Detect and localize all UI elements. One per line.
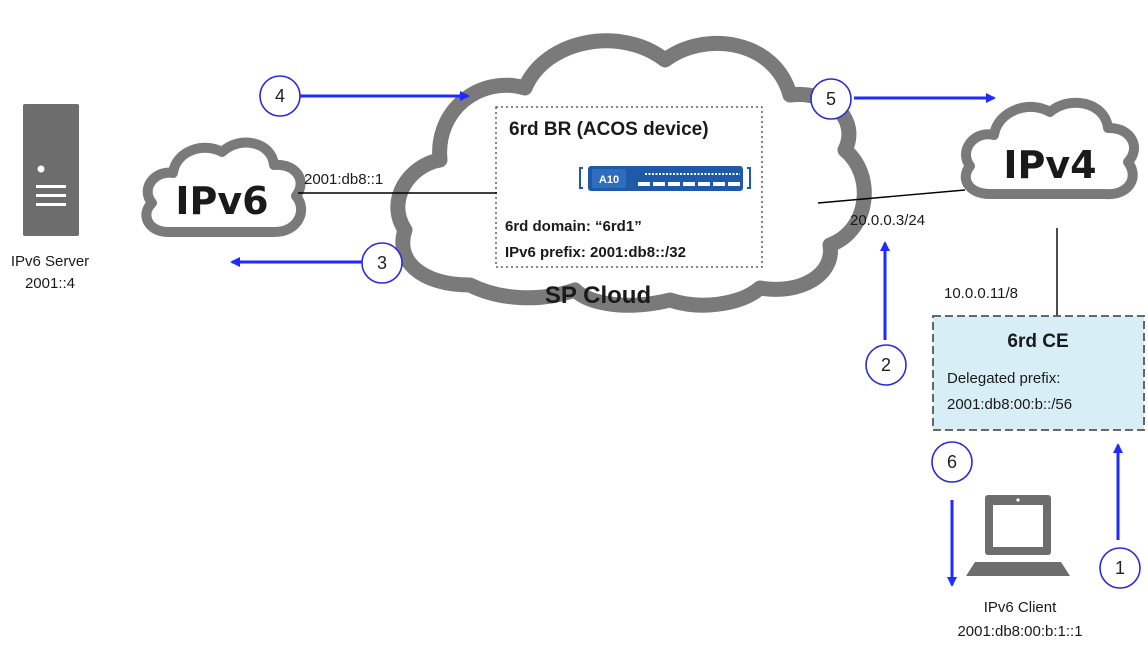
step-2-badge: 2 (865, 344, 907, 386)
server-icon (23, 104, 79, 236)
device-logo: A10 (599, 174, 619, 186)
svg-text:6: 6 (947, 452, 957, 472)
ipv4-link-line (817, 189, 966, 204)
ce-ipv4-address: 10.0.0.11/8 (944, 285, 1018, 302)
client-address: 2001:db8:00:b:1::1 (957, 623, 1082, 640)
step-1-badge: 1 (1099, 547, 1141, 589)
sp-cloud-label: SP Cloud (545, 282, 651, 309)
client-name: IPv6 Client (984, 599, 1057, 616)
ipv6-cloud-label: IPv6 (175, 179, 268, 223)
ce-title: 6rd CE (1007, 331, 1068, 352)
ce-line1: Delegated prefix: (947, 370, 1060, 387)
br-box: 6rd BR (ACOS device) A10 6rd domain: “6r… (495, 106, 763, 268)
ipv4-cloud-label: IPv4 (1003, 143, 1096, 187)
svg-text:2: 2 (881, 355, 891, 375)
step-5-badge: 5 (810, 78, 852, 120)
br-title: 6rd BR (ACOS device) (509, 119, 709, 140)
svg-text:3: 3 (377, 253, 387, 273)
step-4-badge: 4 (259, 75, 301, 117)
svg-text:1: 1 (1115, 558, 1125, 578)
server-name: IPv6 Server (11, 253, 89, 270)
ce-line2: 2001:db8:00:b::/56 (947, 396, 1072, 413)
step-6-badge: 6 (931, 441, 973, 483)
ce-box: 6rd CE Delegated prefix: 2001:db8:00:b::… (932, 315, 1145, 431)
ipv4-cloud: IPv4 (960, 97, 1139, 200)
br-prefix: IPv6 prefix: 2001:db8::/32 (505, 244, 686, 261)
br-ipv6-address: 2001:db8::1 (304, 171, 383, 188)
a10-device-icon: A10 (579, 166, 751, 191)
ipv6-cloud: IPv6 (141, 137, 306, 237)
svg-text:4: 4 (275, 86, 285, 106)
svg-text:5: 5 (826, 89, 836, 109)
server-address: 2001::4 (25, 275, 75, 292)
br-ipv4-address: 20.0.0.3/24 (850, 212, 925, 229)
step-3-badge: 3 (361, 242, 403, 284)
laptop-icon (966, 495, 1070, 576)
br-domain: 6rd domain: “6rd1” (505, 218, 642, 235)
